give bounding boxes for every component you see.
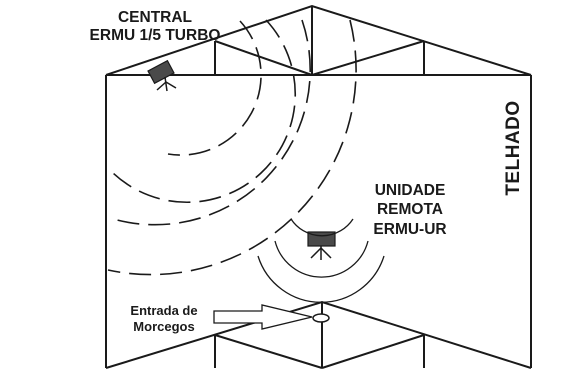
central-unit-label: CENTRAL ERMU 1/5 TURBO bbox=[60, 9, 250, 46]
entrance-label-line-1: Entrada de bbox=[130, 303, 198, 318]
central-device-icon bbox=[147, 59, 177, 92]
arrow-icon bbox=[213, 304, 313, 330]
remote-label-line-1: UNIDADE bbox=[374, 182, 446, 199]
remote-unit-label: UNIDADE REMOTA ERMU-UR bbox=[352, 181, 468, 239]
central-label-line-1: CENTRAL bbox=[117, 9, 193, 26]
bat-entrance-icon bbox=[312, 313, 330, 323]
remote-label-line-2: REMOTA bbox=[376, 201, 443, 219]
entrance-label-line-2: Morcegos bbox=[133, 318, 195, 334]
remote-label-line-3: ERMU-UR bbox=[373, 220, 447, 238]
roof-label: TELHADO bbox=[502, 100, 524, 196]
bat-entrance-label: Entrada de Morcegos bbox=[108, 303, 220, 334]
central-signal-waves bbox=[107, 19, 357, 276]
central-label-line-2: ERMU 1/5 TURBO bbox=[89, 27, 221, 45]
upper-truss bbox=[105, 4, 532, 76]
remote-signal-waves bbox=[257, 218, 385, 303]
